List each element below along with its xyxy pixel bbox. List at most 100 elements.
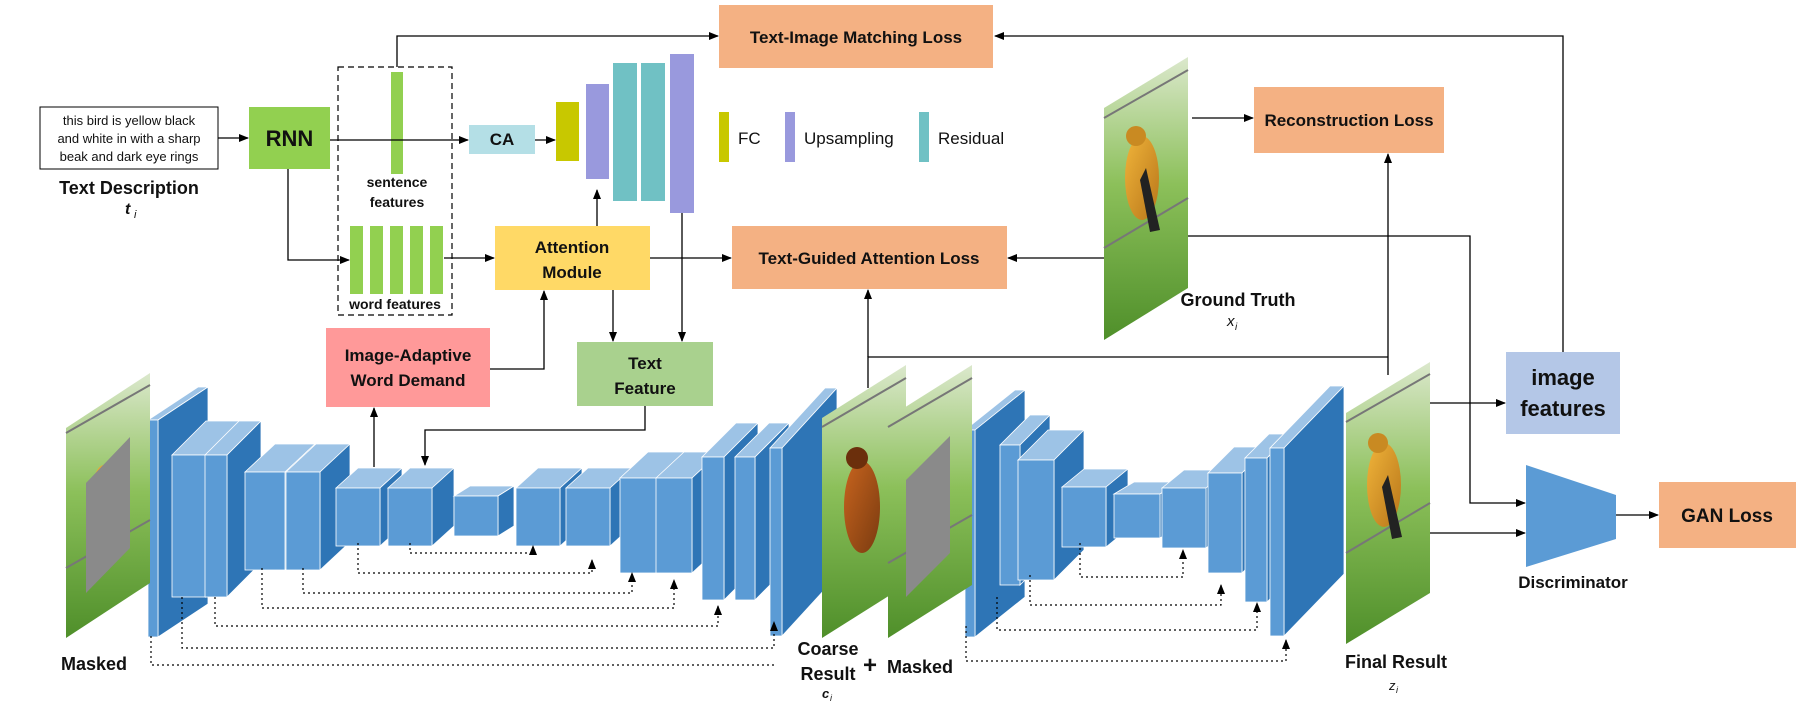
legend-upsampling-label: Upsampling [804, 129, 894, 148]
skip-connection [181, 597, 778, 649]
skip-connection [214, 597, 722, 627]
image-adaptive-line-2: Word Demand [351, 371, 466, 390]
legend-residual-swatch [919, 112, 929, 162]
skip-connection [1079, 543, 1187, 578]
arrow-text-feature-to-encoder [421, 406, 646, 466]
image-adaptive-block [326, 328, 490, 407]
text-symbol: t [125, 201, 131, 218]
text-symbol-sub: i [134, 209, 137, 221]
coarse-result-line-2: Result [800, 664, 855, 684]
final-result-label: Final Result [1345, 652, 1447, 672]
skip-connections [150, 543, 1290, 666]
skip-connection [965, 626, 1290, 662]
sentence-line-2: and white in with a sharp [57, 131, 200, 146]
word-feature-bar [370, 226, 383, 294]
sentence-features-line-1: sentence [367, 174, 428, 190]
coarse-symbol-sub: i [830, 693, 833, 703]
refine-decoder-block [1269, 385, 1345, 637]
word-feature-bar [410, 226, 423, 294]
gan-loss-label: GAN Loss [1681, 506, 1773, 527]
encoder-block [386, 467, 456, 547]
skip-connection [1029, 575, 1225, 606]
ca-block [469, 125, 535, 154]
attention-module-line-1: Attention [535, 238, 610, 257]
attention-module [495, 226, 650, 290]
text-guided-attention-loss [732, 226, 1007, 289]
legend-fc-swatch [719, 112, 729, 162]
image-features-line-2: features [1520, 396, 1606, 421]
text-feature-line-1: Text [628, 354, 662, 373]
arrow-adaptive-to-attention [490, 290, 548, 370]
skip-connection [996, 597, 1261, 631]
legend: FC Upsampling Residual [719, 112, 1004, 162]
text-feature-line-2: Feature [614, 379, 675, 398]
image-features-block [1506, 352, 1620, 434]
word-feature-bars [350, 226, 443, 294]
word-feature-bar [350, 226, 363, 294]
gan-loss [1659, 482, 1796, 548]
plus-sign: + [863, 652, 877, 679]
ground-truth-symbol: x [1226, 313, 1235, 330]
arrow-sentence-to-matching-loss [396, 32, 719, 67]
rnn-label: RNN [266, 126, 314, 151]
text-image-matching-loss [719, 5, 993, 68]
final-result-symbol-sub: i [1396, 685, 1399, 695]
fc-bar [556, 102, 579, 161]
skip-connection [302, 568, 636, 594]
word-feature-bar [430, 226, 443, 294]
masked-input-image-2 [887, 365, 973, 638]
upsampling-bar-1 [586, 84, 609, 179]
masked-left-label: Masked [61, 654, 127, 674]
image-features-line-1: image [1531, 365, 1595, 390]
skip-connection [261, 568, 678, 609]
connectors [218, 32, 1659, 537]
sentence-line-1: this bird is yellow black [63, 113, 196, 128]
text-guided-attention-loss-label: Text-Guided Attention Loss [759, 249, 980, 268]
sentence-feature-bar [391, 72, 403, 174]
final-result-image [1345, 362, 1431, 644]
features-dashed-box [337, 66, 453, 316]
rnn-block [249, 107, 330, 169]
legend-upsampling-swatch [785, 112, 795, 162]
sentence-features-line-2: features [370, 194, 425, 210]
reconstruction-loss [1254, 87, 1444, 153]
arrow-gt-to-discriminator [1188, 235, 1526, 507]
bottleneck-block [452, 485, 516, 537]
discriminator [1526, 465, 1616, 567]
text-description: this bird is yellow black and white in w… [39, 106, 219, 221]
masked-input-image [65, 373, 151, 638]
skip-connection [357, 543, 596, 574]
mask-region [906, 436, 950, 597]
residual-bar-2 [641, 63, 665, 201]
discriminator-label: Discriminator [1518, 573, 1628, 592]
ground-truth-symbol-sub: i [1235, 322, 1238, 333]
coarse-result-line-1: Coarse [797, 639, 858, 659]
ground-truth-image [1103, 57, 1189, 340]
attention-module-line-2: Module [542, 263, 602, 282]
encoder-decoder-blocks [146, 385, 1345, 638]
ca-label: CA [490, 130, 515, 149]
text-image-matching-loss-label: Text-Image Matching Loss [750, 28, 962, 47]
final-result-symbol: z [1388, 678, 1396, 693]
mask-region [86, 437, 130, 593]
text-feature-block [577, 342, 713, 406]
masked-right-label: Masked [887, 657, 953, 677]
text-description-label: Text Description [59, 178, 199, 198]
word-features-label: word features [348, 296, 441, 312]
coarse-result-image [821, 365, 907, 638]
upsampling-bar-2 [670, 54, 694, 213]
reconstruction-loss-label: Reconstruction Loss [1264, 111, 1433, 130]
skip-connection [409, 543, 537, 555]
encoder-block [284, 443, 352, 571]
legend-fc-label: FC [738, 129, 761, 148]
image-adaptive-line-1: Image-Adaptive [345, 346, 472, 365]
skip-connection [150, 636, 776, 666]
legend-residual-label: Residual [938, 129, 1004, 148]
ground-truth-label: Ground Truth [1181, 290, 1296, 310]
sentence-line-3: beak and dark eye rings [60, 149, 199, 164]
coarse-symbol: c [822, 686, 830, 701]
word-feature-bar [390, 226, 403, 294]
arrow-rnn-to-word-features [287, 169, 350, 264]
